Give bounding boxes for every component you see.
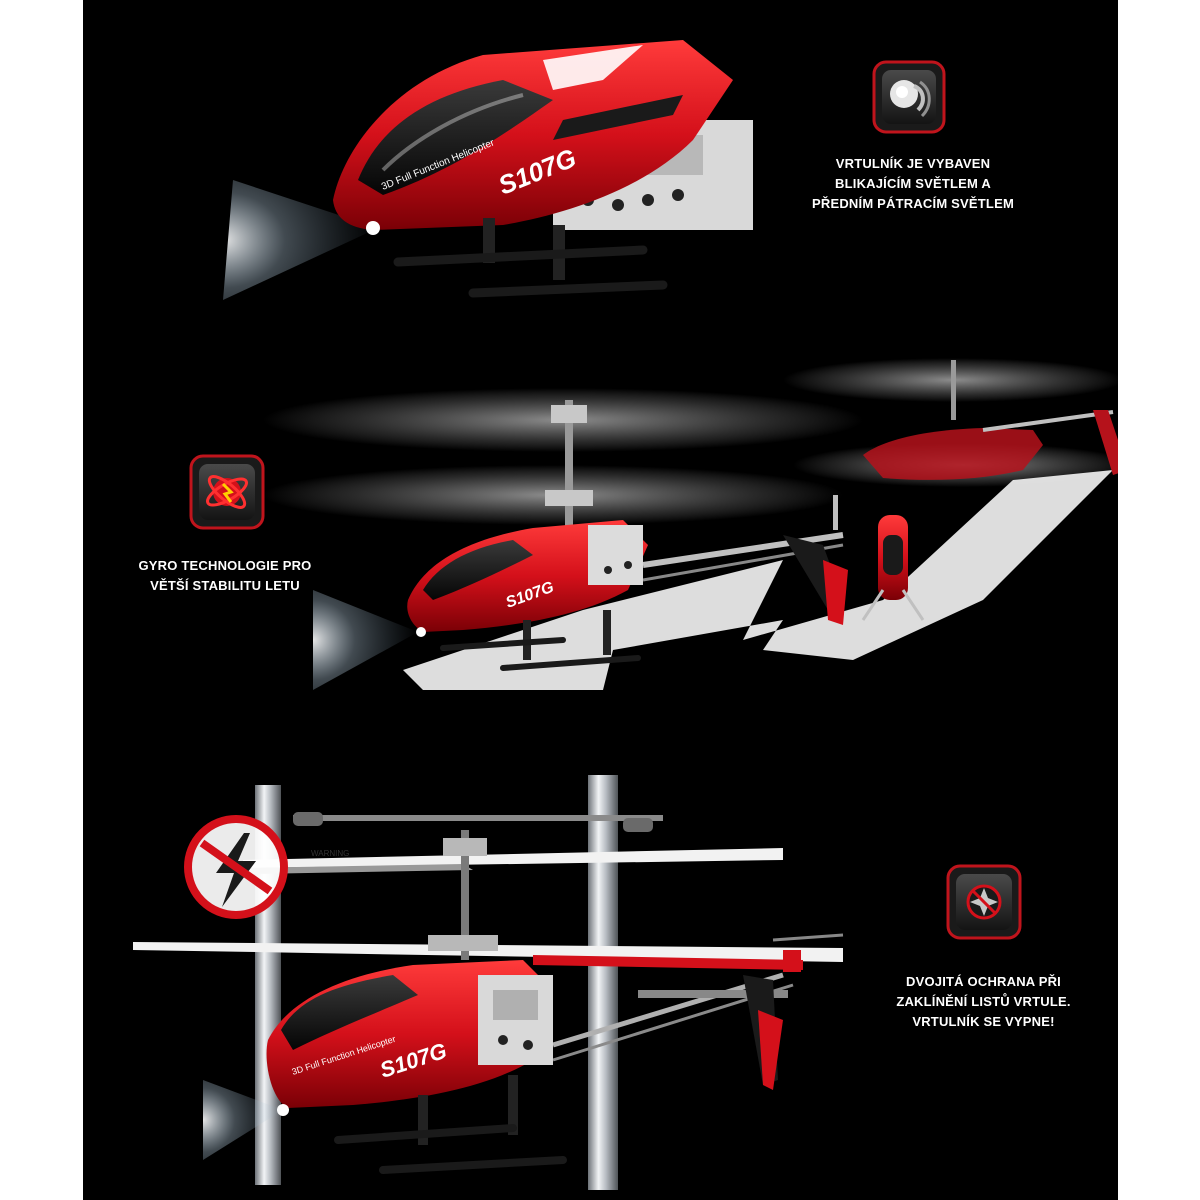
product-panel: S107G 3D Full Function Helicopter	[83, 0, 1118, 1200]
gyro-caption: GYRO TECHNOLOGIE PRO VĚTŠÍ STABILITU LET…	[138, 558, 312, 593]
no-collision-icon	[184, 815, 288, 919]
protection-caption: DVOJITÁ OCHRANA PŘI ZAKLÍNĚNÍ LISTŮ VRTU…	[896, 974, 1071, 1029]
product-illustration: S107G 3D Full Function Helicopter	[133, 40, 1118, 1190]
warning-label: WARNING	[311, 849, 349, 858]
helicopter-gyro: S107G	[263, 358, 1118, 690]
helicopter-closeup: S107G 3D Full Function Helicopter	[223, 40, 753, 300]
light-caption: VRTULNÍK JE VYBAVEN BLIKAJÍCÍM SVĚTLEM A…	[812, 156, 1014, 211]
gyro-icon	[189, 454, 265, 530]
blade-protection-icon	[946, 864, 1022, 940]
flashlight-icon	[872, 60, 946, 134]
helicopter-protection: WARNING S107G 3D Full Function Hel	[133, 775, 844, 1190]
